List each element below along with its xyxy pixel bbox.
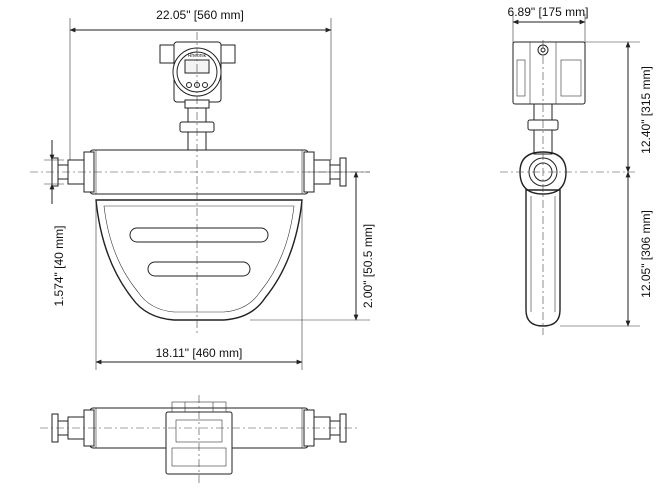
side-view <box>500 14 640 335</box>
dim-height-lower: 12.05" [306 mm] <box>639 210 653 298</box>
dim-inlet-offset: 1.574" [40 mm] <box>52 226 66 307</box>
dim-height-upper: 12.40" [315 mm] <box>639 66 653 154</box>
side-transmitter-head <box>512 41 586 105</box>
dim-overall-length: 22.05" [560 mm] <box>156 8 244 22</box>
side-sensor-housing <box>525 189 561 327</box>
dim-body-length: 18.11" [460 mm] <box>156 346 243 360</box>
sensor-housing <box>95 199 303 321</box>
top-view <box>40 395 360 485</box>
dim-bottom-clearance: 2.00" [50.5 mm] <box>361 224 375 308</box>
manifold-tube <box>83 149 315 195</box>
front-view: Rheonik <box>30 18 370 370</box>
dim-housing-width: 6.89" [175 mm] <box>508 5 589 19</box>
transmitter-head <box>159 41 236 109</box>
